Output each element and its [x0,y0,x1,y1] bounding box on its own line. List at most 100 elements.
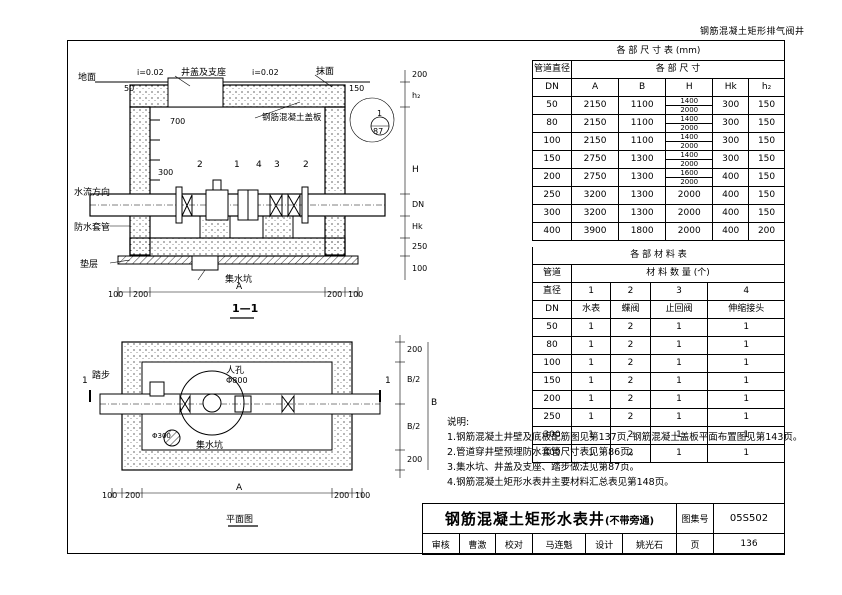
dim-200-top: 200 [412,70,428,79]
note-item: 3.集水坑、井盖及支座、踏步做法见第87页。 [447,462,640,473]
part-number: 2 [303,160,309,170]
label-flow-direction: 水流方向 [74,188,111,198]
mat-cell: 1 [649,354,709,373]
mat-cell: 1 [649,336,709,355]
mat-col-name: 伸缩接头 [707,300,785,319]
plan-title: 平面图 [226,515,254,525]
dim-cell: 2750 [570,150,620,169]
plan-meter [202,393,222,413]
dim-cell-h: 2000 [665,204,714,223]
label-step: 踏步 [92,371,111,381]
mat-header-group: 材 料 数 量 (个) [571,264,785,283]
dim-cell: 400 [712,168,750,187]
dim-cell: 3200 [570,204,620,223]
dim-cell: 400 [712,186,750,205]
butterfly-valve-left [175,186,193,224]
dim-H: H [412,165,419,175]
dim-cell: 300 [712,132,750,151]
label-slope-right: i=0.02 [252,68,279,77]
mat-cell: 1 [707,318,785,337]
label-slope-left: i=0.02 [137,68,164,77]
section-view [89,70,410,297]
mat-cell: 1 [649,318,709,337]
dim-cell: 2150 [570,96,620,115]
plan-dim-bottom: 100 [355,491,371,500]
cushion-layer [117,255,359,265]
dim-cell: 300 [532,204,572,223]
plan-dim-right: B/2 [407,375,421,384]
manhole-frame [167,77,224,108]
check-valve [269,193,283,218]
plan-dim-B: B [431,398,438,408]
plan-view [89,335,429,527]
drawing-title: 钢筋混凝土矩形水表井 [444,510,605,528]
dim-cell: 1800 [618,222,667,241]
design-label: 设计 [585,533,624,555]
dim-h-value: 2000 [680,106,699,114]
dim-cell: 150 [748,114,785,133]
mat-header-pipe-2: 直径 [532,282,572,301]
page-label: 页 [676,533,714,555]
dim-header-pipe: 管道直径 [532,60,572,79]
dim-cell: 400 [712,222,750,241]
dim-h-value: 2000 [680,124,699,132]
dim-cell: 150 [748,204,785,223]
mat-col-num: 1 [570,282,612,301]
dim-cell: 400 [712,204,750,223]
dim-cell: 200 [748,222,785,241]
mat-col-name: 水表 [570,300,612,319]
notes-heading: 说明: [447,417,470,428]
dim-cell: 150 [748,186,785,205]
label-ground: 地面 [78,73,97,83]
dim-col-header: Hk [712,78,750,97]
label-sump-dia: Φ300 [152,432,171,440]
label-manhole: 人孔 [226,366,245,376]
dim-h2: h₂ [412,91,421,100]
mat-cell-dn: 50 [532,318,572,337]
check-label: 校对 [495,533,533,555]
right-wall [324,106,346,256]
part-number: 1 [234,160,240,170]
label-manhole-dia: Φ800 [226,376,248,385]
water-meter [205,179,229,221]
dim-cell: 200 [532,168,572,187]
dim-150: 150 [349,84,365,93]
dim-cell: 2750 [570,168,620,187]
dim-250: 250 [412,242,428,251]
mat-cell: 1 [707,336,785,355]
dim-cell: 1300 [618,150,667,169]
mat-table-title: 各 部 材 料 表 [532,247,785,265]
mat-cell: 1 [649,390,709,409]
notes: 说明: 1.钢筋混凝土井壁及底板配筋图见第137页, 钢筋混凝土盖板平面布置图见… [447,415,802,490]
header-title: 钢筋混凝土矩形排气阀井 [700,27,805,37]
dim-col-header: B [618,78,667,97]
dim-700: 700 [170,117,186,126]
dim-col-header: h₂ [748,78,785,97]
mat-cell: 1 [570,354,612,373]
dim-cell: 300 [712,96,750,115]
drawing-subtitle: (不带旁通) [604,516,655,527]
detail-ref-top: 1 [377,109,383,118]
mat-col-name: 止回阀 [649,300,709,319]
mat-col-num: 4 [707,282,785,301]
mat-header-pipe-1: 管道 [532,264,572,283]
mat-cell: 1 [707,354,785,373]
mat-col-num: 3 [649,282,709,301]
dim-cell: 80 [532,114,572,133]
butterfly-valve-right [287,186,309,224]
section-mark-left: 1 [82,376,88,386]
mat-cell: 1 [649,444,709,463]
dim-bottom: 100 [348,290,364,299]
plan-bottom-dimension [111,488,363,498]
